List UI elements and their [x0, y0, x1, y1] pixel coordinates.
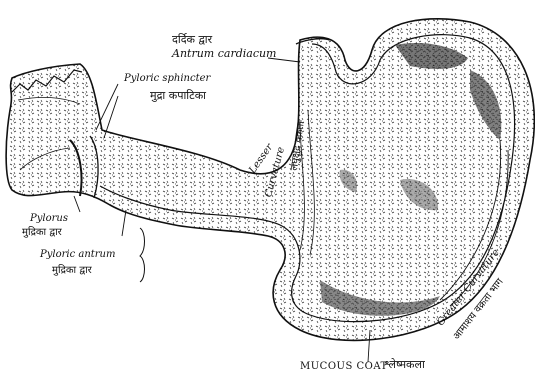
leader-pylorus: [74, 196, 80, 212]
label-pylorus: Pylorus: [30, 214, 68, 224]
bracket-pyloric-antrum: [140, 228, 145, 282]
label-pyloric-sphincter: Pyloric sphincter: [124, 74, 210, 84]
label-antrum-cardiacum-hi: दर्दिक द्वार: [172, 34, 212, 45]
label-pylorus-hi: मुद्रिका द्वार: [22, 228, 62, 238]
leader-pyloric-sphincter-2: [104, 96, 118, 138]
label-mucous-coat-hi: श्लेष्मकला: [384, 359, 425, 370]
label-pyloric-antrum-hi: मुद्रिका द्वार: [52, 266, 92, 276]
label-pyloric-sphincter-hi: मुद्रा कपाटिका: [150, 90, 206, 101]
label-antrum-cardiacum: Antrum cardiacum: [172, 48, 277, 59]
leader-pyloric-antrum: [122, 210, 126, 236]
label-pyloric-antrum: Pyloric antrum: [40, 250, 115, 260]
label-mucous-coat: MUCOUS COAT: [300, 362, 388, 372]
